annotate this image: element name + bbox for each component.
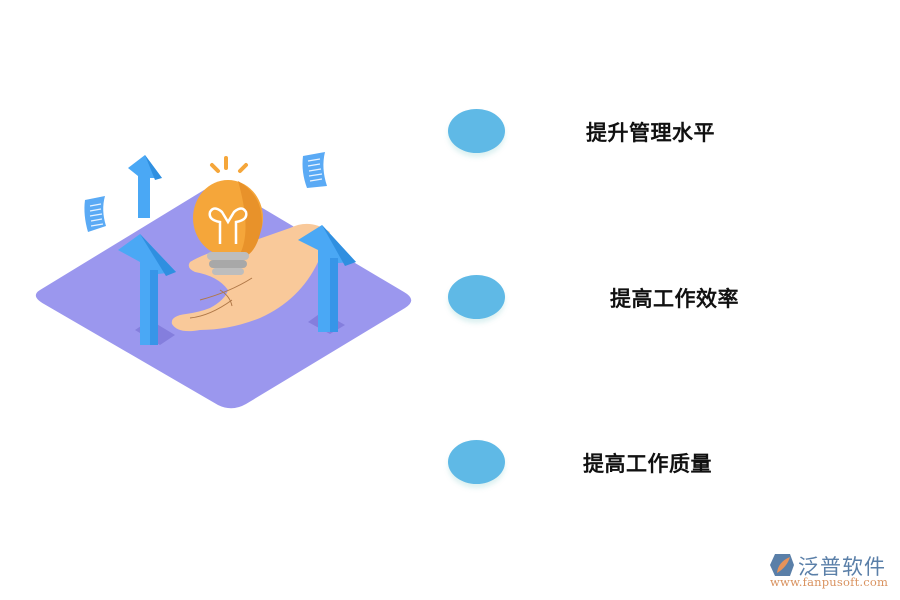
illustration-hand-lightbulb — [35, 152, 412, 409]
arrow-up-right — [298, 225, 356, 332]
benefit-label: 提升管理水平 — [586, 121, 715, 145]
arrow-up-small — [128, 155, 162, 218]
logo-url: www.fanpusoft.com — [770, 575, 889, 589]
logo-name: 泛普软件 — [798, 555, 886, 579]
bullet-dot — [448, 275, 505, 319]
lightbulb-icon — [193, 156, 263, 275]
bullet-dot — [448, 109, 505, 153]
benefit-item-3: 提高工作质量 — [448, 440, 868, 490]
brand-logo: 泛普软件 www.fanpusoft.com — [768, 551, 893, 596]
document-icon-right — [302, 152, 327, 188]
benefit-label: 提高工作效率 — [610, 287, 739, 311]
bullet-dot — [448, 440, 505, 484]
logo-icon — [770, 554, 794, 576]
arrow-up-left — [118, 234, 176, 345]
benefit-item-2: 提高工作效率 — [448, 275, 868, 325]
benefit-label: 提高工作质量 — [583, 452, 712, 476]
hand-illustration — [171, 223, 330, 332]
document-icon-left — [84, 196, 106, 232]
benefit-item-1: 提升管理水平 — [448, 109, 868, 159]
